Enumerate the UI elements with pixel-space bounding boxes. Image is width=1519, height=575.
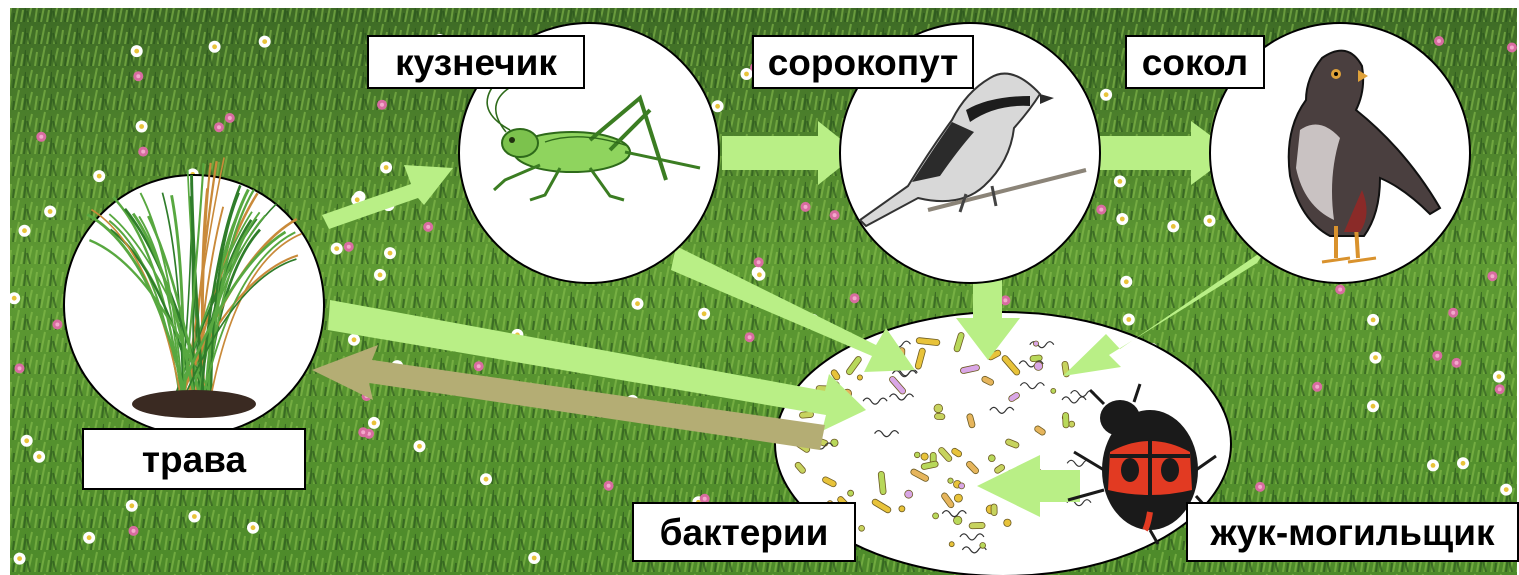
clover-flower (1495, 384, 1505, 394)
clover-flower (1452, 358, 1462, 368)
clover-flower (214, 122, 224, 132)
daisy-flower (8, 292, 20, 304)
clover-flower (358, 427, 368, 437)
clover-flower (1096, 205, 1106, 215)
label-grass: трава (82, 428, 306, 490)
daisy-flower (1427, 459, 1439, 471)
daisy-flower (1100, 89, 1112, 101)
daisy-flower (1114, 175, 1126, 187)
clover-flower (1434, 36, 1444, 46)
clover-flower (1255, 482, 1265, 492)
daisy-flower (19, 225, 31, 237)
daisy-flower (1367, 314, 1379, 326)
clover-flower (830, 210, 840, 220)
daisy-flower (384, 247, 396, 259)
daisy-flower (33, 451, 45, 463)
clover-flower (850, 293, 860, 303)
clover-flower (1432, 351, 1442, 361)
daisy-flower (414, 440, 426, 452)
clover-flower (138, 147, 148, 157)
daisy-flower (21, 435, 33, 447)
clover-flower (1487, 271, 1497, 281)
daisy-flower (380, 162, 392, 174)
label-shrike: сорокопут (752, 35, 974, 89)
clover-flower (377, 100, 387, 110)
clover-flower (344, 242, 354, 252)
daisy-flower (93, 170, 105, 182)
daisy-flower (712, 100, 724, 112)
daisy-flower (247, 522, 259, 534)
label-bacteria: бактерии (632, 502, 856, 562)
daisy-flower (1120, 276, 1132, 288)
clover-flower (1507, 43, 1517, 53)
daisy-flower (1367, 400, 1379, 412)
daisy-flower (188, 511, 200, 523)
daisy-flower (480, 473, 492, 485)
daisy-flower (83, 532, 95, 544)
label-grasshopper: кузнечик (367, 35, 585, 89)
clover-flower (129, 526, 139, 536)
clover-flower (1448, 308, 1458, 318)
clover-flower (474, 361, 484, 371)
daisy-flower (331, 243, 343, 255)
clover-flower (604, 481, 614, 491)
daisy-flower (259, 36, 271, 48)
daisy-flower (1500, 484, 1512, 496)
daisy-flower (44, 206, 56, 218)
daisy-flower (753, 269, 765, 281)
daisy-flower (131, 45, 143, 57)
clover-flower (1312, 382, 1322, 392)
daisy-flower (126, 500, 138, 512)
clover-flower (15, 363, 25, 373)
daisy-flower (374, 269, 386, 281)
daisy-flower (528, 552, 540, 564)
daisy-flower (1370, 352, 1382, 364)
clover-flower (52, 320, 62, 330)
clover-flower (225, 113, 235, 123)
clover-flower (801, 202, 811, 212)
label-beetle: жук-могильщик (1186, 502, 1519, 562)
daisy-flower (1204, 215, 1216, 227)
daisy-flower (1167, 220, 1179, 232)
label-falcon: сокол (1125, 35, 1265, 89)
clover-flower (36, 132, 46, 142)
daisy-flower (136, 121, 148, 133)
clover-flower (133, 71, 143, 81)
clover-flower (745, 332, 755, 342)
daisy-flower (1493, 371, 1505, 383)
daisy-flower (1123, 314, 1135, 326)
daisy-flower (741, 68, 753, 80)
daisy-flower (368, 417, 380, 429)
daisy-flower (14, 553, 26, 565)
clover-flower (423, 222, 433, 232)
daisy-flower (698, 308, 710, 320)
clover-flower (1335, 285, 1345, 295)
daisy-flower (209, 41, 221, 53)
clover-flower (754, 257, 764, 267)
daisy-flower (348, 334, 360, 346)
daisy-flower (1116, 213, 1128, 225)
daisy-flower (632, 298, 644, 310)
daisy-flower (1457, 457, 1469, 469)
